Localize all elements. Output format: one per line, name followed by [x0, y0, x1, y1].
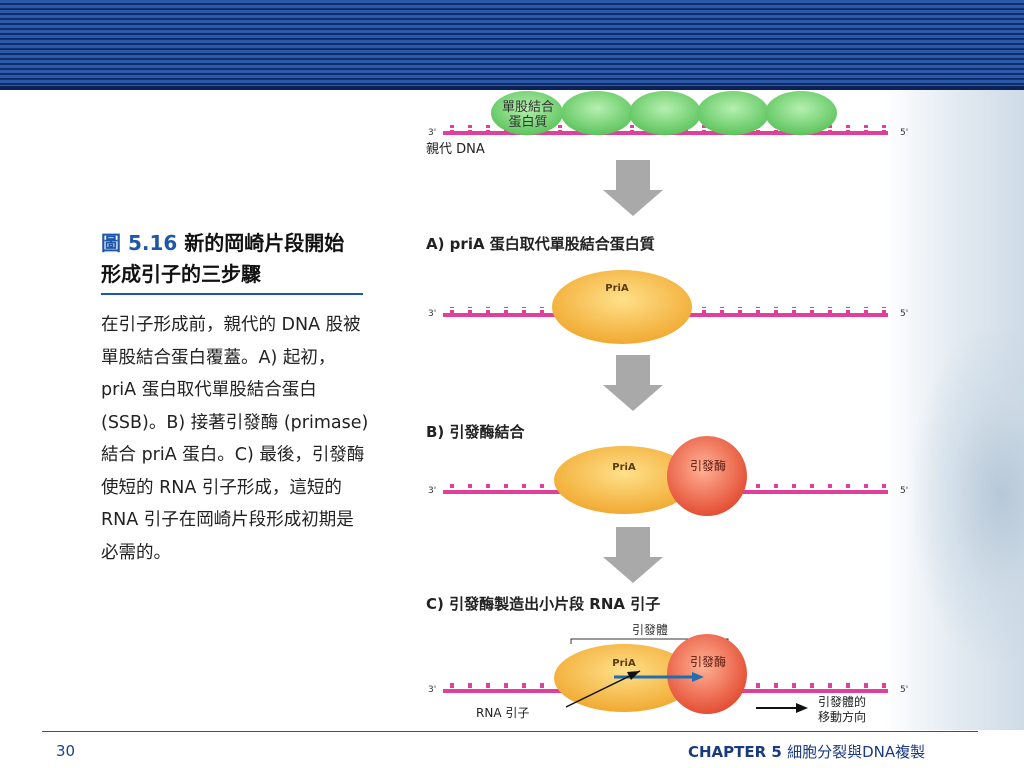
- end-3-label: 3': [428, 309, 436, 319]
- chapter-title: 細胞分裂與DNA複製: [787, 743, 926, 761]
- end-5-label: 5': [900, 486, 908, 496]
- pria-protein: [554, 446, 694, 514]
- down-arrow: [603, 160, 663, 216]
- chapter-label: CHAPTER 5: [688, 743, 782, 761]
- page-number: 30: [56, 742, 76, 760]
- panel-b-title: B) 引發酶結合: [426, 423, 526, 441]
- end-5-label: 5': [900, 685, 908, 695]
- end-5-label: 5': [900, 128, 908, 138]
- panel-c-title: C) 引發酶製造出小片段 RNA 引子: [426, 595, 660, 613]
- figure-caption-title: 圖 5.16 新的岡崎片段開始形成引子的三步驟: [101, 228, 363, 290]
- figure-title: 新的岡崎片段開始形成引子的三步驟: [101, 231, 345, 286]
- primase-label: 引發酶: [690, 654, 726, 669]
- primase-label: 引發酶: [690, 458, 726, 473]
- pria-label: PriA: [612, 462, 636, 473]
- figure-number: 圖 5.16: [101, 231, 178, 255]
- primase-protein: [667, 634, 747, 714]
- header-band: [0, 0, 1024, 90]
- ssb-protein: [697, 91, 769, 135]
- ssb-protein: [629, 91, 701, 135]
- panel-c-diagram: 引發體 PriA 引發酶 RNA 引子 引發體的 移動方向 3' 5': [428, 622, 908, 724]
- end-3-label: 3': [428, 128, 436, 138]
- end-3-label: 3': [428, 685, 436, 695]
- ssb-strand-group: 單股結合 蛋白質 3' 5' 親代 DNA: [426, 91, 908, 157]
- pria-label: PriA: [612, 658, 636, 669]
- caption-divider: [101, 293, 363, 295]
- pria-protein: [552, 270, 692, 344]
- figure-caption-body: 在引子形成前，親代的 DNA 股被單股結合蛋白覆蓋。A) 起初，priA 蛋白取…: [101, 315, 369, 563]
- panel-a-title: A) priA 蛋白取代單股結合蛋白質: [426, 235, 655, 253]
- down-arrow: [603, 527, 663, 583]
- movement-label: 移動方向: [818, 709, 866, 724]
- footer-divider: [42, 731, 978, 732]
- parent-dna-label: 親代 DNA: [426, 142, 485, 157]
- movement-label: 引發體的: [818, 694, 866, 709]
- ssb-protein: [561, 91, 633, 135]
- rna-primer-label: RNA 引子: [476, 706, 529, 720]
- ssb-protein: [765, 91, 837, 135]
- end-3-label: 3': [428, 486, 436, 496]
- pria-label: PriA: [605, 283, 629, 294]
- background-decoration-glow: [914, 330, 1024, 660]
- primase-protein: [667, 436, 747, 516]
- primosome-label: 引發體: [632, 622, 668, 637]
- movement-arrowhead: [796, 703, 808, 713]
- ssb-label: 蛋白質: [508, 114, 547, 130]
- ssb-label: 單股結合: [502, 100, 554, 115]
- panel-a-diagram: PriA 3' 5': [428, 270, 908, 344]
- chapter-footer: CHAPTER 5 細胞分裂與DNA複製: [688, 741, 925, 762]
- rna-primer-arrowhead: [692, 672, 704, 682]
- down-arrow: [603, 355, 663, 411]
- panel-b-diagram: PriA 引發酶 3' 5': [428, 436, 908, 516]
- ssb-protein: [491, 91, 563, 135]
- rna-primer-pointer: [565, 670, 641, 708]
- end-5-label: 5': [900, 309, 908, 319]
